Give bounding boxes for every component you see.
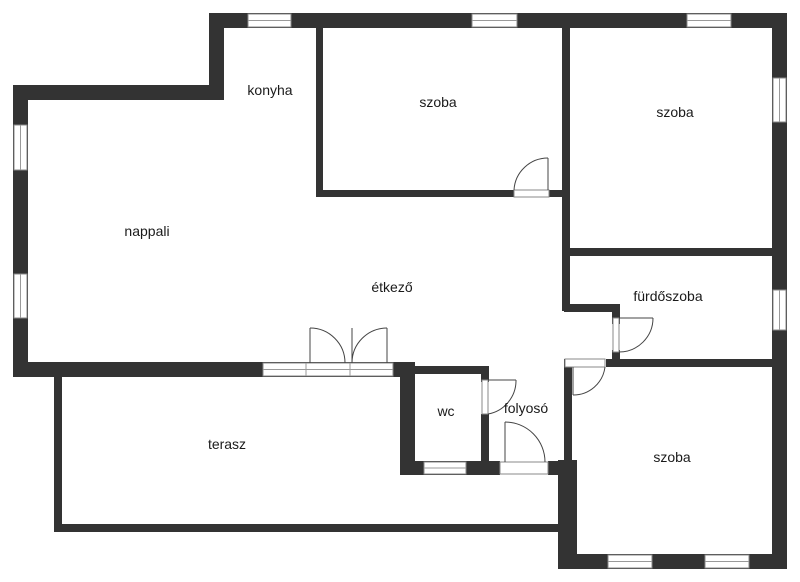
door-wc (481, 379, 517, 415)
label-nappali: nappali (124, 223, 169, 239)
door-terrace-right (351, 327, 388, 364)
wall-bottom-right-left (558, 460, 577, 569)
wall-wc-right-lower (481, 414, 489, 475)
wall-terrace-left (54, 377, 62, 532)
wall-living-top (13, 85, 224, 100)
wall-bath-left-lower (612, 350, 620, 366)
wall-bath-bottom (606, 359, 787, 367)
label-etkezo: étkező (371, 279, 412, 295)
wall-bath-left-upper (564, 304, 620, 312)
label-konyha: konyha (247, 82, 292, 98)
window-bottom-right (704, 554, 750, 569)
wall-szoba1-left (316, 28, 323, 197)
wall-bath-left (612, 304, 620, 324)
label-szoba-top-middle: szoba (419, 94, 457, 110)
wall-wc-top (400, 366, 489, 374)
door-szoba-top-middle (513, 157, 550, 198)
window-konyha (247, 13, 292, 28)
label-wc: wc (436, 403, 454, 419)
window-right-upper (772, 77, 787, 123)
door-corridor-exit (499, 421, 549, 475)
wall-corridor-right (564, 359, 572, 469)
window-wc (423, 461, 467, 475)
wall-corridor-bottom (548, 461, 577, 475)
wall-kitchen-left (209, 13, 224, 100)
window-left-lower (13, 273, 28, 319)
door-szoba-bottom-right (564, 358, 606, 396)
wall-wc-right (481, 366, 489, 382)
label-folyoso: folyosó (504, 400, 549, 416)
wall-wc-left (400, 362, 415, 475)
window-szoba-top-middle (471, 13, 518, 28)
door-bathroom (612, 317, 654, 353)
window-left-upper (13, 124, 28, 171)
wall-szoba1-szoba2 (562, 28, 570, 311)
label-szoba-bottom-right: szoba (653, 449, 691, 465)
label-szoba-top-right: szoba (656, 104, 694, 120)
windows (13, 13, 787, 569)
label-furdoszoba: fürdőszoba (633, 288, 702, 304)
wall-szoba2-bottom (562, 248, 787, 256)
label-terasz: terasz (208, 436, 246, 452)
window-terrace (262, 362, 394, 377)
window-bottom-left (607, 554, 653, 569)
wall-szoba1-bottom-left (316, 190, 514, 197)
doors (309, 157, 654, 475)
interior-walls (316, 28, 787, 475)
room-labels: konyha szoba szoba nappali étkező fürdős… (124, 82, 702, 465)
wall-bottom (558, 554, 787, 569)
window-szoba-top-right (686, 13, 732, 28)
wall-szoba1-bottom-right (549, 190, 569, 197)
wall-terrace-bottom (54, 524, 558, 532)
window-right-bath (772, 289, 787, 331)
door-terrace-left (309, 327, 346, 364)
